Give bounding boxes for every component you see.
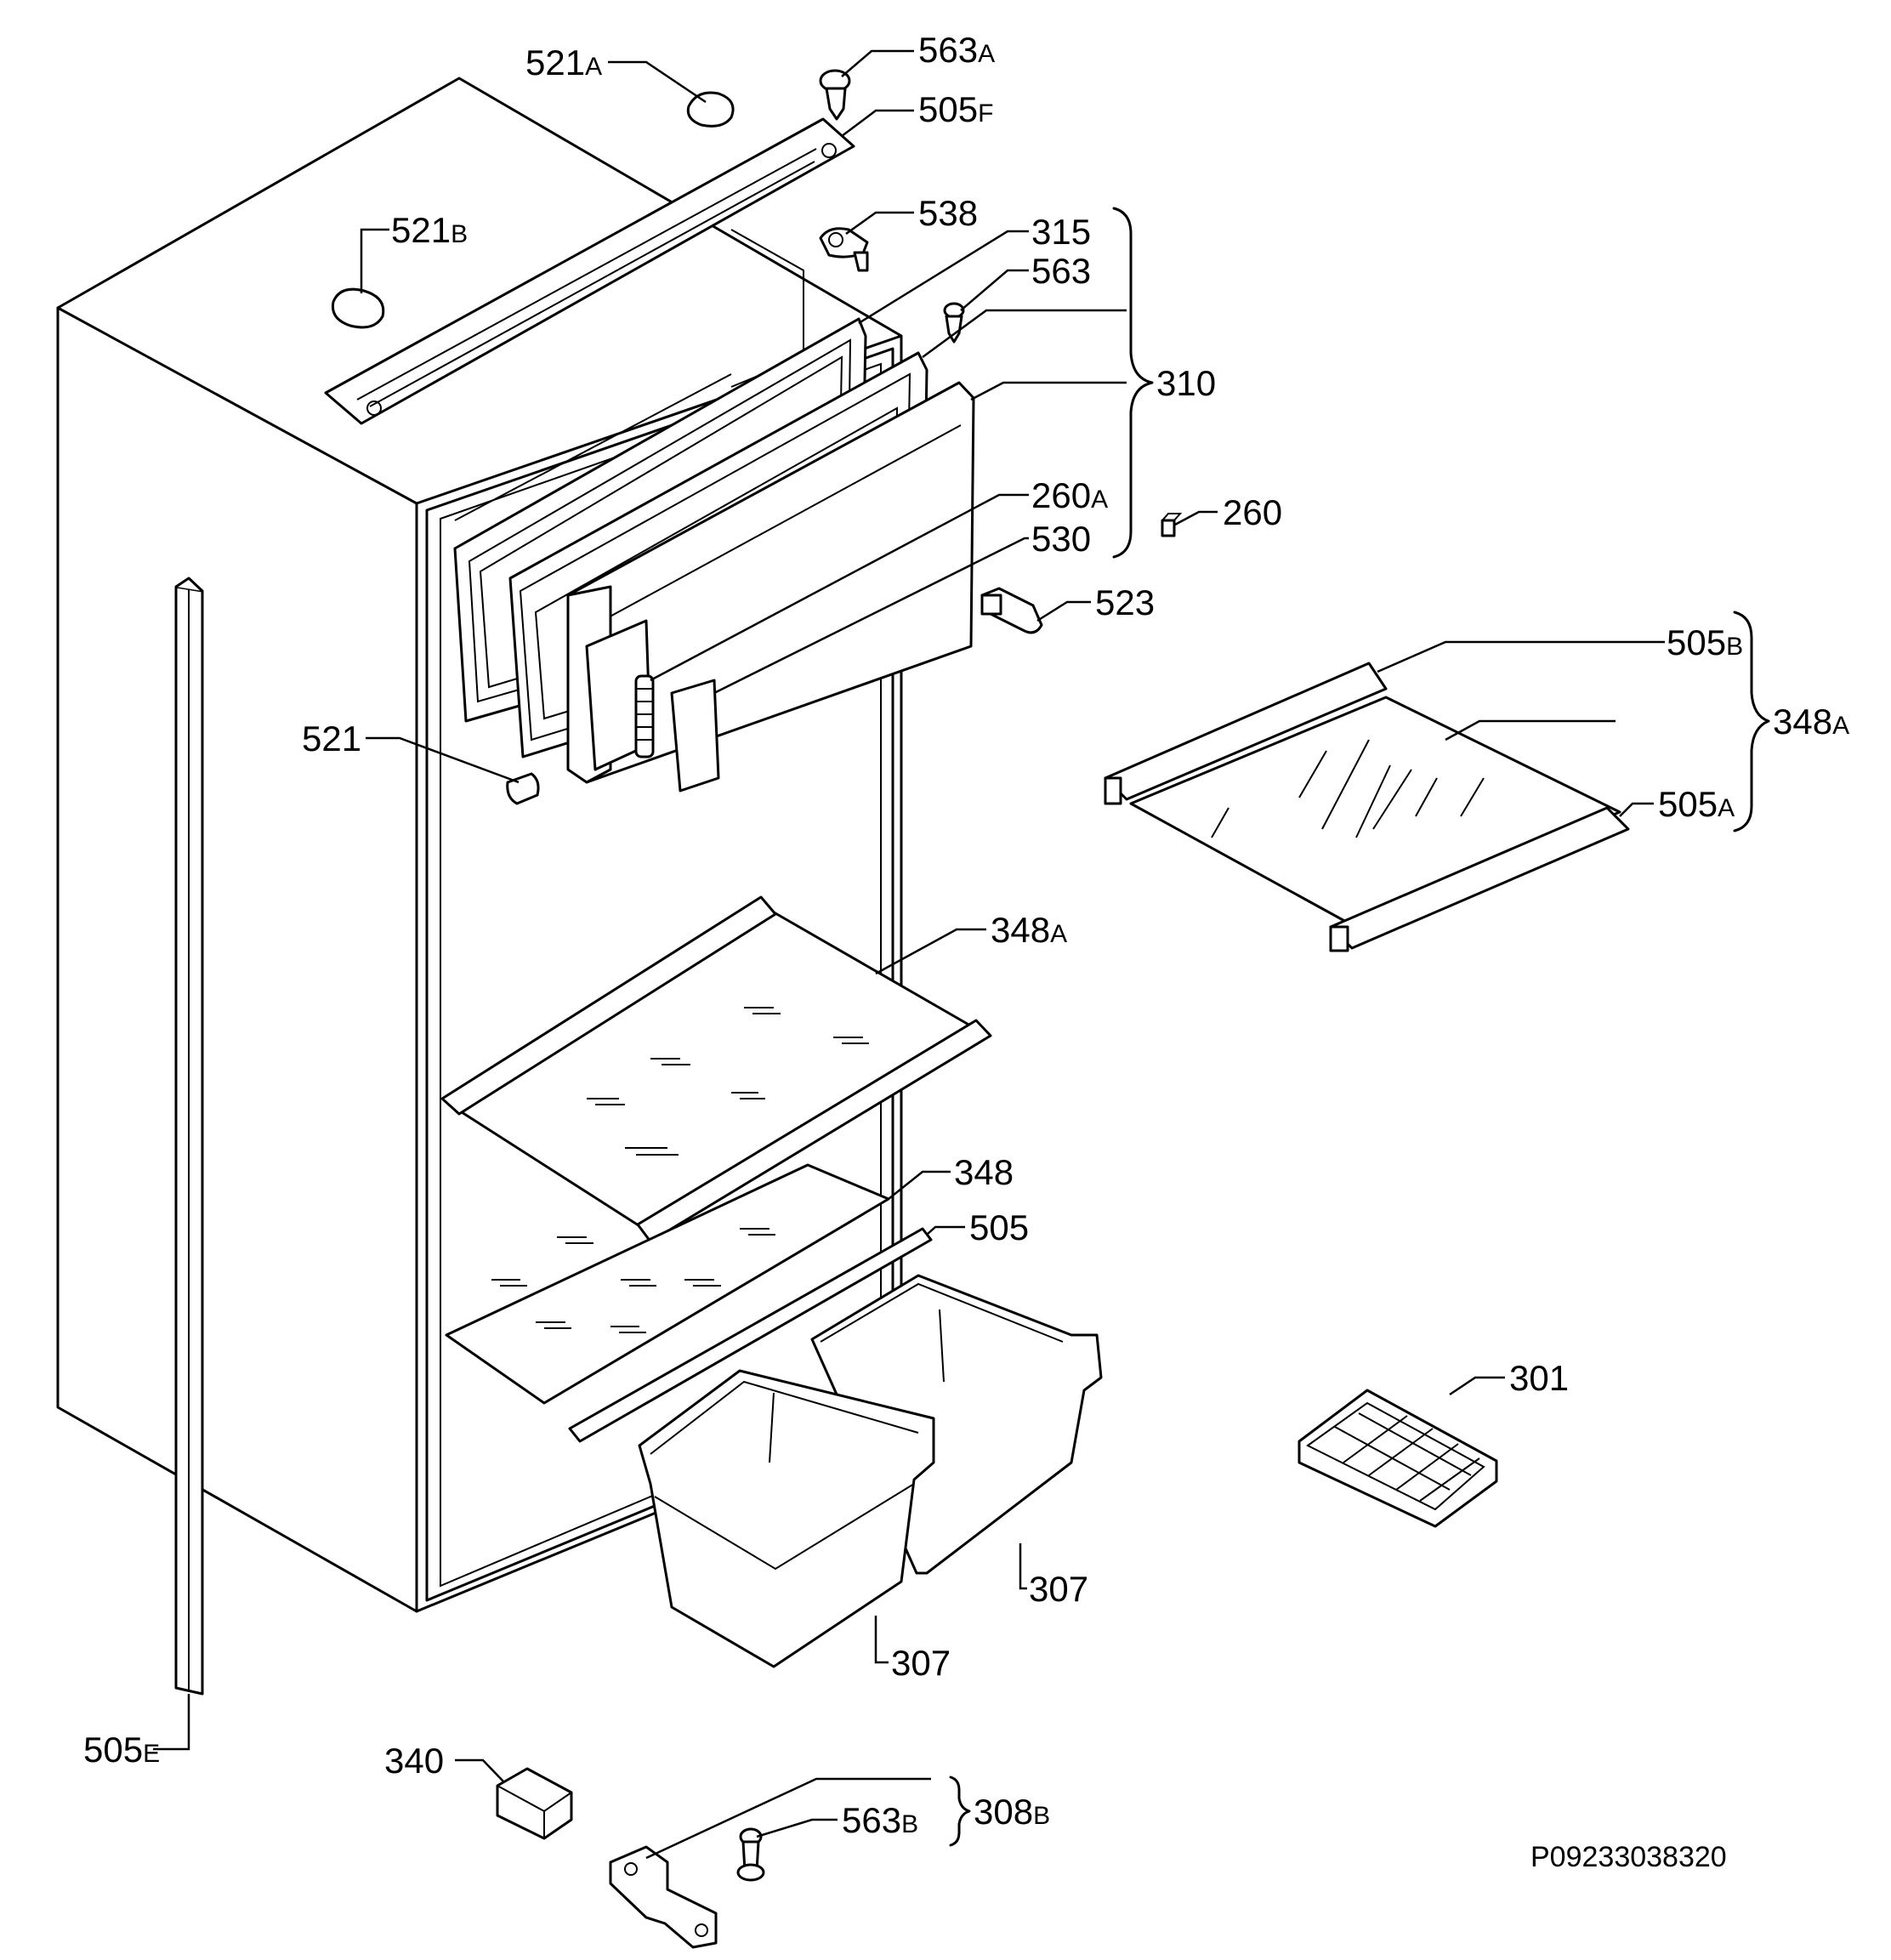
label-307-front: 307 (891, 1643, 951, 1683)
label-563a: 563A (918, 30, 995, 70)
top-strip-505f (324, 117, 855, 425)
label-340: 340 (384, 1741, 444, 1781)
ice-tray-301 (1298, 1389, 1498, 1528)
label-315: 315 (1031, 212, 1091, 252)
hinge-cover-521b (331, 287, 385, 329)
crisper-drawer-307-front (638, 1369, 935, 1668)
label-521b: 521B (391, 210, 468, 250)
label-521: 521 (302, 719, 361, 758)
screw-563a (819, 69, 851, 121)
label-505f: 505F (918, 89, 993, 129)
label-563: 563 (1031, 251, 1091, 291)
label-260a: 260A (1031, 475, 1108, 515)
label-260: 260 (1223, 492, 1282, 532)
label-530: 530 (1031, 519, 1091, 559)
label-505a: 505A (1658, 784, 1735, 824)
clip-260 (1161, 513, 1183, 537)
label-301: 301 (1509, 1358, 1569, 1398)
leader-lines (153, 49, 1665, 1860)
label-538: 538 (918, 193, 978, 233)
label-348a-right: 348A (1773, 702, 1849, 741)
label-563b: 563B (842, 1800, 918, 1840)
bushing-538 (819, 227, 869, 272)
freezer-door-handle-frame (566, 585, 720, 793)
label-308b: 308B (974, 1792, 1050, 1832)
label-505b: 505B (1667, 622, 1743, 662)
label-505e: 505E (83, 1730, 160, 1770)
screw-563 (943, 302, 965, 344)
label-310: 310 (1156, 363, 1216, 403)
part-340 (496, 1767, 573, 1840)
spring-hinge (634, 674, 655, 758)
door-trim-505e (174, 577, 204, 1696)
hinge-cover-521a (686, 91, 735, 128)
trim-strip-505 (568, 1227, 933, 1443)
screw-563b (736, 1827, 765, 1882)
glass-shelf-348a (440, 895, 992, 1243)
latch-523 (980, 587, 1043, 634)
glass-shelf-348a-right (1104, 662, 1630, 952)
label-521a: 521A (525, 43, 602, 82)
document-id: P09233038320 (1530, 1841, 1727, 1873)
hinge-bracket-308b (609, 1845, 718, 1949)
label-523: 523 (1095, 582, 1155, 622)
callout-labels: 521A 563A 505F 521B 538 315 563 310 260A… (83, 30, 1849, 1873)
label-348: 348 (954, 1152, 1014, 1192)
label-348a: 348A (991, 910, 1067, 950)
label-307-rear: 307 (1029, 1569, 1088, 1609)
group-braces (949, 207, 1770, 1847)
label-505: 505 (969, 1207, 1029, 1247)
